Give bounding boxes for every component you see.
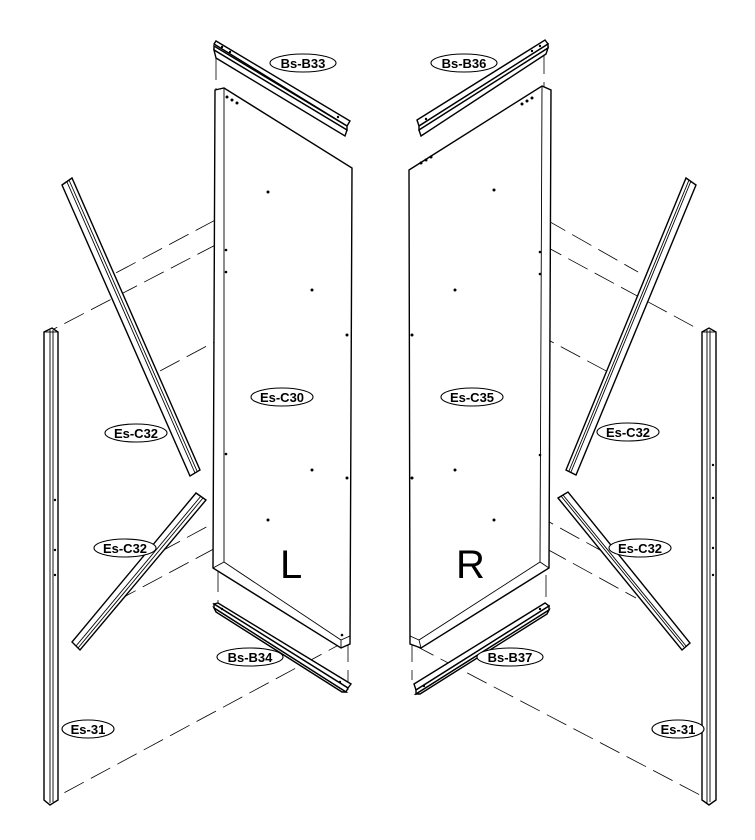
side-letter-left: L (280, 543, 302, 587)
label-bs-b36: Bs-B36 (430, 53, 498, 73)
brace-right-lower (556, 491, 691, 652)
label-es-c32-right-lower-text: Es-C32 (618, 541, 662, 556)
panel-es-c30 (212, 87, 353, 649)
brace-left-upper (61, 176, 201, 478)
label-es-c32-right-lower: Es-C32 (608, 538, 672, 558)
label-bs-b37-text: Bs-B37 (488, 650, 533, 665)
label-bs-b36-text: Bs-B36 (442, 56, 487, 71)
label-es-c32-left-upper-text: Es-C32 (114, 426, 158, 441)
brace-left-lower (71, 492, 208, 652)
label-es-31-right: Es-31 (651, 719, 705, 739)
label-bs-b33: Bs-B33 (269, 53, 337, 73)
label-es-c32-left-lower: Es-C32 (93, 538, 157, 558)
label-es-c30-text: Es-C30 (260, 390, 304, 405)
label-es-31-right-text: Es-31 (661, 722, 696, 737)
label-es-c32-left-upper: Es-C32 (104, 423, 168, 443)
post-es-31-left (43, 327, 59, 806)
panel-es-c35 (408, 85, 552, 649)
label-es-31-left: Es-31 (61, 719, 115, 739)
rail-bs-b34 (212, 602, 353, 694)
label-es-c35-text: Es-C35 (450, 390, 494, 405)
brace-right-upper (565, 176, 697, 476)
label-es-c32-left-lower-text: Es-C32 (103, 541, 147, 556)
label-es-c35: Es-C35 (440, 387, 504, 407)
rail-bs-b33 (212, 40, 351, 138)
post-es-31-right (701, 327, 717, 806)
side-letter-right: R (456, 543, 485, 587)
label-es-c30: Es-C30 (250, 387, 314, 407)
label-bs-b33-text: Bs-B33 (281, 56, 326, 71)
label-bs-b34: Bs-B34 (216, 647, 284, 667)
label-bs-b37: Bs-B37 (476, 647, 544, 667)
label-es-c32-right-upper-text: Es-C32 (606, 425, 650, 440)
label-bs-b34-text: Bs-B34 (228, 650, 274, 665)
rail-bs-b36 (416, 39, 550, 138)
label-es-31-left-text: Es-31 (71, 722, 106, 737)
label-es-c32-right-upper: Es-C32 (596, 422, 660, 442)
assembly-lines (51, 52, 701, 796)
